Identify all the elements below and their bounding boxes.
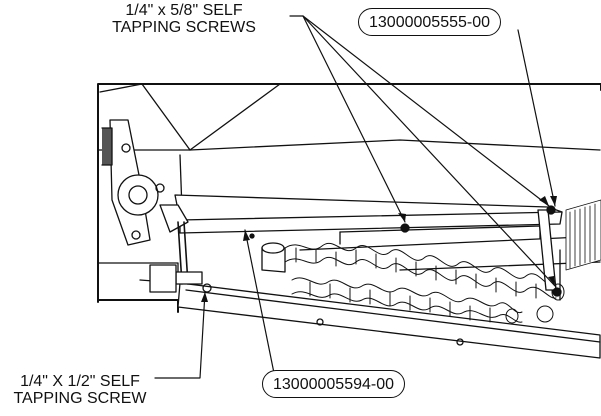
bearing-assembly [101, 119, 189, 246]
part-number-bottom: 13000005594-00 [262, 370, 406, 398]
top-screws-line-1: 1/4" x 5/8" SELF [125, 2, 243, 19]
bottom-screw-line-1: 1/4" X 1/2" SELF [20, 373, 140, 390]
bottom-screw-callout: 1/4" X 1/2" SELF TAPPING SCREW [0, 373, 160, 407]
brush [565, 199, 601, 271]
screw-marker-1 [400, 223, 410, 233]
screw-marker-3 [552, 287, 562, 297]
main-rail [174, 194, 563, 221]
screw-marker-2 [546, 205, 556, 215]
lower-rail [177, 282, 601, 359]
top-screws-callout: 1/4" x 5/8" SELF TAPPING SCREWS [78, 2, 290, 36]
lower-spring [291, 277, 554, 324]
top-screws-line-2: TAPPING SCREWS [112, 19, 256, 36]
bottom-screw-marker [202, 283, 212, 293]
upper-spring [284, 243, 565, 301]
leader-lines [154, 15, 556, 379]
bottom-screw-line-2: TAPPING SCREW [13, 390, 147, 407]
hopper-panel [97, 83, 191, 151]
part-number-top: 13000005555-00 [358, 8, 502, 36]
